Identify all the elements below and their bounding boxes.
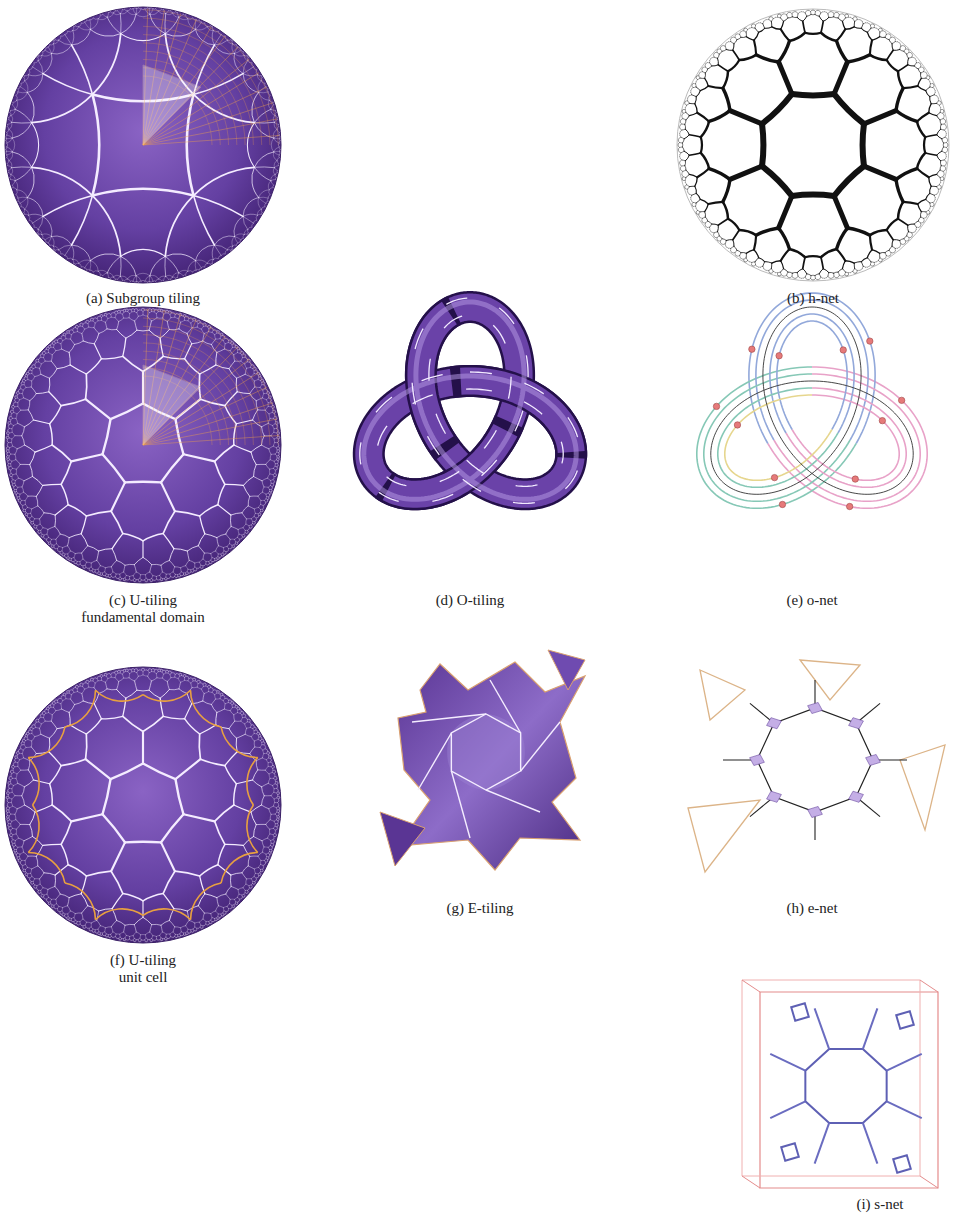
tiling-edge	[863, 124, 864, 166]
tiling-edge	[924, 137, 925, 153]
tiling-edge	[792, 195, 834, 196]
u-tiling-domain	[5, 307, 281, 583]
tiling-edge	[805, 256, 821, 257]
tiling-edge	[701, 137, 702, 153]
tiling-edge	[805, 33, 821, 34]
tiling-edge	[762, 124, 763, 166]
h-net	[677, 9, 949, 281]
tiling-edge	[792, 94, 834, 95]
subgroup-tiling	[5, 7, 281, 283]
tiling-edge	[125, 482, 161, 483]
